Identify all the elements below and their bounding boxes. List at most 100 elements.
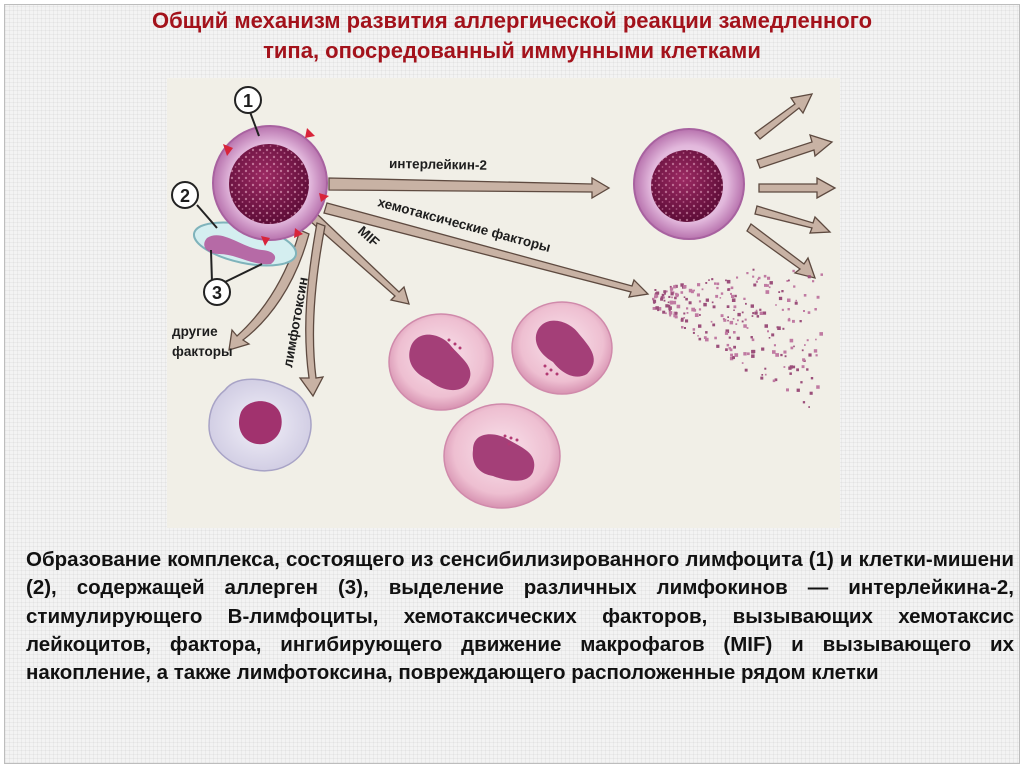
particle <box>669 287 674 291</box>
particle <box>792 269 795 273</box>
particle <box>683 296 686 298</box>
particle <box>796 368 799 372</box>
particle <box>660 296 663 299</box>
particle <box>765 290 770 294</box>
particle <box>807 275 811 279</box>
marker-1-label: 1 <box>243 91 253 111</box>
particle <box>676 293 679 297</box>
particle <box>733 331 736 334</box>
particle <box>732 318 735 320</box>
particle <box>761 347 765 351</box>
particle <box>674 311 678 315</box>
diagram-svg: 1 2 3 интерлейкин-2 <box>171 86 837 509</box>
particle <box>744 368 748 372</box>
particle <box>711 301 714 304</box>
particle <box>751 354 755 358</box>
particle <box>733 345 736 349</box>
particle <box>688 301 692 305</box>
particle <box>698 308 702 311</box>
receptor-markers <box>223 128 329 246</box>
particle <box>715 294 719 298</box>
particle <box>757 278 759 280</box>
particle <box>755 309 758 312</box>
particle <box>796 388 800 392</box>
marker-2-label: 2 <box>180 186 190 206</box>
b-cell-output-arrows <box>746 93 837 279</box>
particle <box>775 353 779 357</box>
neutrophil-2 <box>511 301 613 395</box>
particle <box>754 311 758 315</box>
particle <box>736 336 740 340</box>
arrow-interleukin <box>328 176 611 200</box>
particle <box>777 326 781 330</box>
particle <box>701 288 704 291</box>
particle <box>793 285 796 288</box>
particle <box>667 301 670 304</box>
particle <box>652 307 656 310</box>
particle <box>730 286 734 290</box>
particle <box>654 295 657 299</box>
particle <box>680 283 684 287</box>
particle <box>705 298 709 302</box>
particle <box>773 344 776 347</box>
particle <box>813 349 818 353</box>
particle <box>696 293 700 297</box>
chemotactic-particles <box>652 268 823 408</box>
particle <box>764 324 768 328</box>
particle <box>724 331 729 335</box>
particle <box>806 368 809 371</box>
neutrophil-3 <box>443 403 561 509</box>
particle <box>708 279 710 281</box>
particle <box>743 352 747 356</box>
particle <box>746 272 749 275</box>
particle <box>692 331 695 334</box>
particle <box>668 309 671 312</box>
particle <box>722 318 725 320</box>
particle <box>675 292 678 296</box>
b-lymphocyte <box>633 128 745 240</box>
particle <box>725 279 727 282</box>
particle <box>710 320 713 323</box>
particle <box>703 336 707 339</box>
particle <box>731 298 736 302</box>
particle <box>750 336 753 339</box>
particle <box>786 388 789 392</box>
particle <box>712 305 716 309</box>
particle <box>759 308 762 311</box>
particle <box>663 299 666 302</box>
particle <box>782 327 785 330</box>
particle <box>669 300 673 304</box>
particle <box>778 296 783 301</box>
title-line-1: Общий механизм развития аллергической ре… <box>151 8 873 33</box>
title-line-2: типа, опосредованный иммунными клетками <box>263 38 761 63</box>
particle <box>674 315 678 319</box>
particle <box>705 331 708 334</box>
particle <box>733 309 735 311</box>
marker-3-label: 3 <box>212 283 222 303</box>
particle <box>743 324 747 328</box>
particle <box>654 289 657 291</box>
particle <box>716 282 720 286</box>
particle <box>803 310 805 312</box>
particle <box>801 349 804 352</box>
particle <box>783 350 787 354</box>
particle <box>741 320 744 323</box>
particle <box>810 377 814 380</box>
damaged-cell <box>208 378 312 472</box>
particle <box>705 337 709 342</box>
particle <box>652 299 657 303</box>
particle <box>734 353 739 357</box>
particle <box>711 278 714 281</box>
particle <box>815 354 818 357</box>
particle <box>668 306 672 310</box>
particle <box>665 304 669 308</box>
particle <box>793 345 795 348</box>
particle <box>750 304 754 308</box>
particle <box>800 381 803 384</box>
particle <box>808 406 810 408</box>
particle <box>747 352 750 356</box>
particle <box>660 297 664 301</box>
particle <box>698 300 702 303</box>
particle <box>789 372 792 375</box>
particle <box>728 347 731 350</box>
